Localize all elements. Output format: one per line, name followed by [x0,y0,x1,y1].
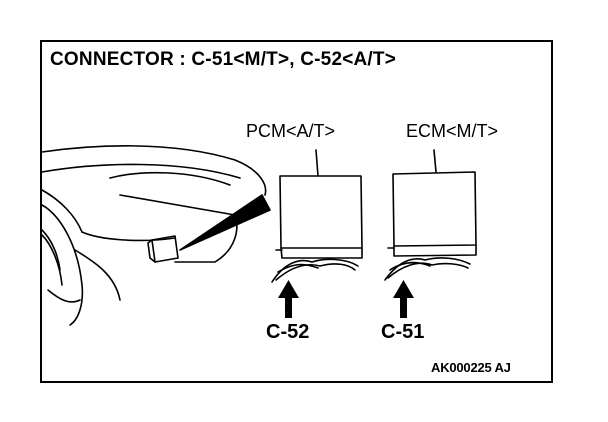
figure-code: AK000225 AJ [431,360,511,375]
c52-arrow [278,280,299,318]
connector-c51-label: C-51 [381,321,425,343]
pcm-label: PCM<A/T> [246,121,336,141]
ecm-label: ECM<M/T> [406,121,499,141]
c51-arrow [393,280,414,318]
ecm-unit [384,149,477,281]
location-pointer [179,194,271,251]
pcm-unit [271,149,363,283]
connector-c52-label: C-52 [266,321,310,343]
dashboard-illustration [41,145,267,326]
diagram-title: CONNECTOR : C-51<M/T>, C-52<A/T> [50,49,397,70]
diagram-frame [40,40,553,383]
